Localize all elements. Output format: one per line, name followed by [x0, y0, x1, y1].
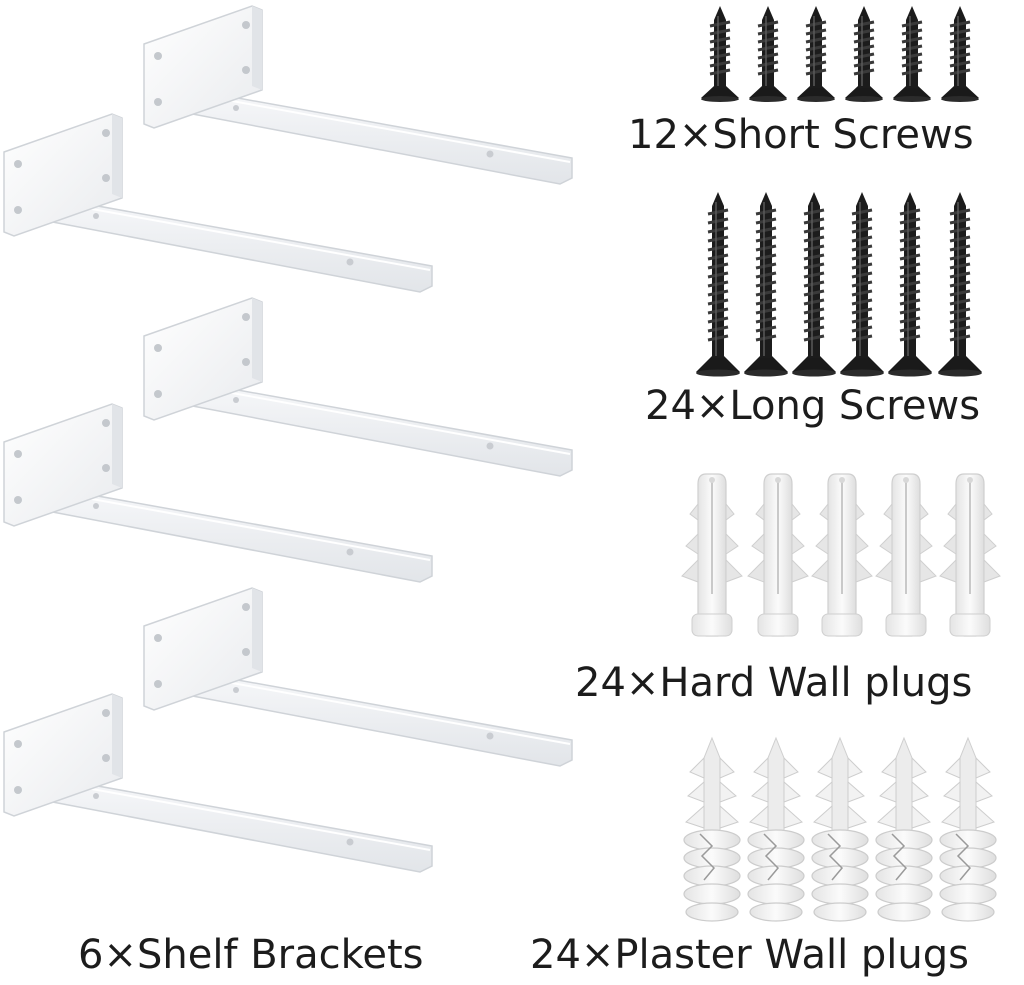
short-screws-caption: 12×Short Screws: [628, 112, 974, 158]
shelf-bracket-image-1: [143, 5, 573, 185]
hard-wall-plugs-caption: 24×Hard Wall plugs: [575, 660, 973, 706]
plaster-wall-plugs-caption: 24×Plaster Wall plugs: [530, 932, 969, 978]
short-screws-image: [699, 4, 981, 104]
plaster-wall-plugs-image: [683, 737, 997, 922]
hard-wall-plugs-image: [681, 473, 1001, 637]
long-screws-caption: 24×Long Screws: [645, 383, 981, 429]
shelf-bracket-image-3: [143, 297, 573, 477]
long-screws-image: [694, 190, 984, 378]
shelf-bracket-image-5: [143, 587, 573, 767]
shelf-brackets-caption: 6×Shelf Brackets: [78, 932, 424, 978]
